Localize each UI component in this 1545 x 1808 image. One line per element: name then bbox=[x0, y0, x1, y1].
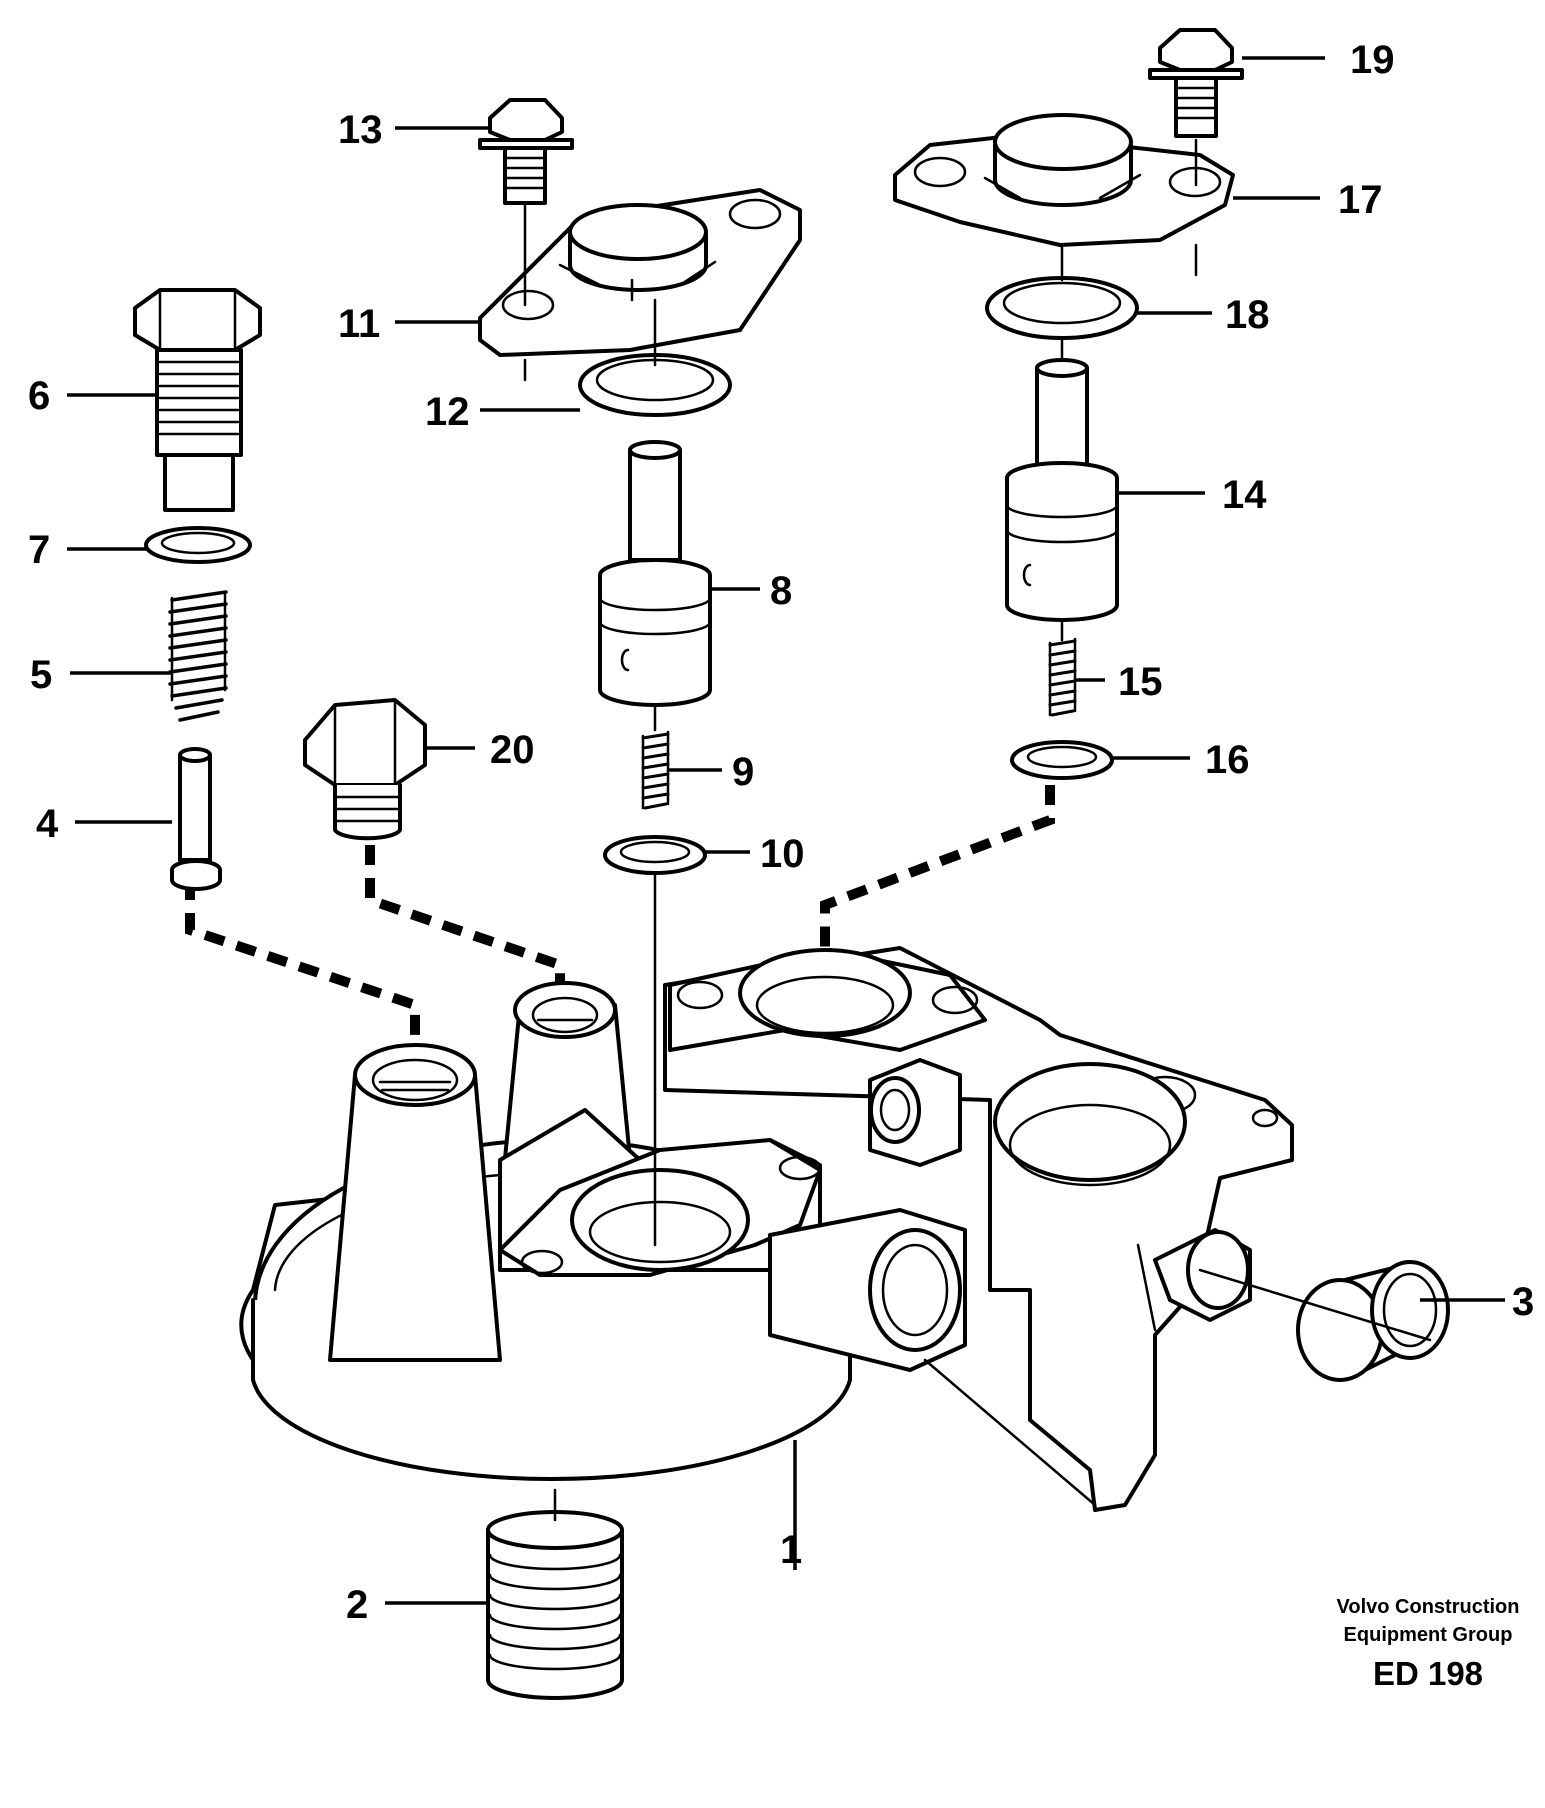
part-9-spring bbox=[641, 730, 670, 810]
company-line-1: Volvo Construction bbox=[1337, 1596, 1520, 1618]
callout-17: 17 bbox=[1338, 178, 1383, 222]
part-4-valve-pin bbox=[170, 747, 222, 891]
part-7-seal-ring bbox=[144, 526, 252, 564]
part-8-valve-piston bbox=[598, 440, 712, 732]
axis-line-middle bbox=[523, 203, 657, 382]
part-19-bolt bbox=[1148, 28, 1244, 138]
part-18-o-ring bbox=[985, 276, 1139, 340]
axis-line-right bbox=[1060, 138, 1198, 642]
part-16-seal-ring bbox=[1010, 740, 1114, 780]
callout-4: 4 bbox=[36, 802, 59, 846]
callout-15: 15 bbox=[1118, 660, 1163, 704]
callout-10: 10 bbox=[760, 832, 805, 876]
company-line-2: Equipment Group bbox=[1344, 1624, 1513, 1646]
callout-8: 8 bbox=[770, 569, 792, 613]
part-2-threaded-nipple bbox=[486, 1488, 624, 1700]
part-15-spring bbox=[1048, 637, 1077, 717]
callout-3: 3 bbox=[1512, 1280, 1534, 1324]
filter-housing bbox=[239, 946, 1294, 1512]
callout-16: 16 bbox=[1205, 738, 1250, 782]
part-5-spring bbox=[168, 590, 228, 722]
part-14-valve-piston bbox=[1005, 358, 1119, 622]
callout-5: 5 bbox=[30, 653, 52, 697]
callout-6: 6 bbox=[28, 374, 50, 418]
callout-1: 1 bbox=[780, 1528, 802, 1572]
part-17-cover-flange bbox=[893, 113, 1235, 247]
callout-11: 11 bbox=[338, 302, 380, 346]
callout-14: 14 bbox=[1222, 473, 1267, 517]
part-11-cover-flange bbox=[478, 188, 802, 357]
callout-labels: 1 2 3 4 5 6 7 8 9 10 11 12 13 14 15 16 1… bbox=[28, 38, 1534, 1627]
part-13-bolt bbox=[478, 98, 574, 205]
part-3-sleeve bbox=[1198, 1260, 1450, 1382]
callout-20: 20 bbox=[490, 728, 535, 772]
part-10-seal-ring bbox=[603, 835, 707, 1247]
callout-13: 13 bbox=[338, 108, 383, 152]
part-6-plug bbox=[133, 288, 262, 512]
callout-18: 18 bbox=[1225, 293, 1270, 337]
callout-2: 2 bbox=[346, 1583, 368, 1627]
callout-19: 19 bbox=[1350, 38, 1395, 82]
callout-leaders bbox=[67, 56, 1505, 1605]
part-20-plug bbox=[303, 698, 427, 841]
callout-9: 9 bbox=[732, 750, 754, 794]
callout-12: 12 bbox=[425, 390, 470, 434]
drawing-code: ED 198 bbox=[1373, 1655, 1483, 1692]
callout-7: 7 bbox=[28, 528, 50, 572]
footer-credit: Volvo Construction Equipment Group ED 19… bbox=[1337, 1596, 1520, 1692]
